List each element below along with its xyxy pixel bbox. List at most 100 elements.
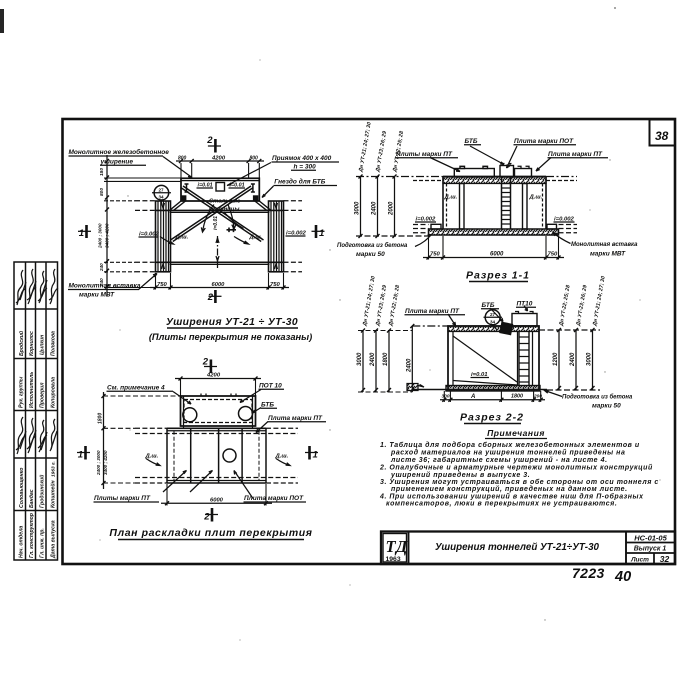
svg-text:Полякова: Полякова [51,331,57,356]
svg-text:Примечания: Примечания [487,428,545,438]
svg-text:6000: 6000 [490,252,504,258]
svg-text:300: 300 [442,394,450,400]
svg-text:НС-01-05: НС-01-05 [634,534,667,543]
svg-text:марки 50: марки 50 [592,403,621,410]
svg-text:См. примечание 4: См. примечание 4 [107,385,165,392]
svg-text:Стальные: Стальные [209,199,241,205]
svg-text:Д.ш.: Д.ш. [444,195,458,201]
svg-text:i=0.01: i=0.01 [198,183,213,189]
svg-text:2400: 2400 [570,352,576,367]
svg-text:Нач. отдела: Нач. отдела [19,526,25,558]
svg-text:32: 32 [660,554,670,564]
svg-text:i=0.002: i=0.002 [416,217,437,223]
svg-text:Бродский: Бродский [18,330,25,356]
svg-text:2: 2 [203,512,210,523]
svg-text:3000: 3000 [355,201,361,215]
svg-text:Плиты марки ПТ: Плиты марки ПТ [94,495,151,502]
svg-text:ПТ10: ПТ10 [517,301,533,308]
svg-text:Д.ш.: Д.ш. [249,235,263,241]
svg-text:Д.ш.: Д.ш. [275,454,289,460]
svg-text:Подготовка из бетона: Подготовка из бетона [562,394,633,401]
svg-text:2400: 2400 [372,201,378,216]
svg-text:ПОТ 10: ПОТ 10 [259,383,282,390]
svg-text:Уширения тоннелей УТ-21÷УТ-30: Уширения тоннелей УТ-21÷УТ-30 [435,542,599,553]
svg-text:2400 ; 3000: 2400 ; 3000 [96,450,101,476]
svg-text:Разрез 1-1: Разрез 1-1 [466,270,530,282]
svg-text:6000: 6000 [212,282,226,288]
svg-text:Плита марки ПОТ: Плита марки ПОТ [514,138,574,145]
svg-text:1800: 1800 [383,352,389,366]
svg-text:1200: 1200 [553,352,559,366]
svg-text:3000: 3000 [587,352,593,366]
svg-text:Бандас: Бандас [29,489,35,508]
svg-text:Гл. инж. пр.: Гл. инж. пр. [40,528,46,558]
svg-text:Рук. группы: Рук. группы [19,376,25,408]
svg-text:27: 27 [490,312,496,317]
svg-text:i=0.002: i=0.002 [554,217,575,223]
svg-text:4200: 4200 [211,156,226,162]
svg-text:применением конструкций, приве: применением конструкций, приведеных на д… [391,485,628,493]
svg-text:Плита марки ПТ: Плита марки ПТ [548,151,603,158]
svg-text:2: 2 [207,292,214,303]
svg-text:2400: 2400 [406,358,412,373]
svg-text:Плита марки ПТ: Плита марки ПТ [268,415,323,422]
svg-text:Монолитная вставка: Монолитная вставка [69,283,141,290]
svg-text:1800: 1800 [511,394,523,400]
svg-text:3400 ; 4200: 3400 ; 4200 [105,223,110,248]
svg-text:ТД: ТД [386,537,408,556]
svg-text:2400 ; 3000: 2400 ; 3000 [98,223,103,249]
svg-text:1. Таблица для подбора сборных: 1. Таблица для подбора сборных железобет… [380,441,640,449]
svg-text:1: 1 [313,450,318,461]
svg-text:БТБ: БТБ [482,302,495,309]
svg-text:34: 34 [490,319,496,324]
svg-text:3000: 3000 [357,352,363,366]
svg-text:180: 180 [99,168,105,176]
svg-text:i=0.01: i=0.01 [471,372,488,378]
svg-text:Д.ш.: Д.ш. [145,454,159,460]
svg-text:3400 ; 4200: 3400 ; 4200 [103,450,108,475]
svg-text:1800: 1800 [98,413,104,424]
svg-text:БТБ: БТБ [465,138,478,145]
svg-text:Д.ш.: Д.ш. [175,235,189,241]
svg-text:Плита марки ПТ: Плита марки ПТ [405,308,460,315]
svg-text:Цыпкин: Цыпкин [40,334,46,355]
svg-text:240: 240 [99,263,104,272]
svg-text:800: 800 [178,156,187,162]
svg-text:3. Уширения могут устраиваться: 3. Уширения могут устраиваться в обе сто… [380,478,659,486]
svg-text:Плиты марки ПТ: Плиты марки ПТ [396,151,453,158]
svg-text:А: А [470,394,475,400]
svg-text:Приямок 400 х 400: Приямок 400 х 400 [272,155,332,162]
svg-text:Подготовка из бетона: Подготовка из бетона [337,242,408,249]
svg-text:i=0.01: i=0.01 [230,183,245,189]
svg-text:Плита марки ПОТ: Плита марки ПОТ [244,495,304,502]
svg-text:Копировала: Копировала [51,377,57,408]
svg-text:750: 750 [157,282,168,288]
svg-text:Монолитное железобетонное: Монолитное железобетонное [69,148,170,156]
svg-text:Дата выпуска: Дата выпуска [51,520,57,559]
svg-text:1: 1 [79,228,84,239]
svg-text:h = 300: h = 300 [294,163,317,170]
svg-text:марки 50: марки 50 [356,251,385,258]
svg-text:Корнилос: Корнилос [29,331,35,356]
svg-text:уширение: уширение [100,159,134,166]
svg-text:Лист: Лист [630,557,649,564]
svg-text:2400: 2400 [370,352,376,367]
svg-text:Проверил: Проверил [40,382,46,408]
svg-text:i=0.002: i=0.002 [139,232,160,238]
svg-text:1: 1 [319,228,324,239]
svg-text:План раскладки плит перекры: План раскладки плит перекрытия [109,527,312,539]
svg-text:1963 г.: 1963 г. [51,461,57,477]
svg-text:БТБ: БТБ [261,402,274,409]
svg-text:1963: 1963 [386,556,401,563]
svg-text:200: 200 [533,394,542,400]
svg-text:7223: 7223 [572,565,605,581]
svg-text:компенсаторов, люки в перекрыт: компенсаторов, люки в перекрытиях не уст… [386,501,617,508]
svg-text:2. Опалубочные и арматурные че: 2. Опалубочные и арматурные чертежи моно… [379,464,653,472]
svg-text:(Плиты перекрытия не показа: (Плиты перекрытия не показаны) [149,332,312,342]
svg-text:2: 2 [206,135,213,146]
svg-text:800: 800 [99,188,105,196]
svg-text:лестницы: лестницы [208,207,240,213]
svg-text:Копштейн: Копштейн [50,479,57,508]
svg-text:4200: 4200 [206,373,221,379]
svg-text:i=0.002: i=0.002 [286,231,307,237]
